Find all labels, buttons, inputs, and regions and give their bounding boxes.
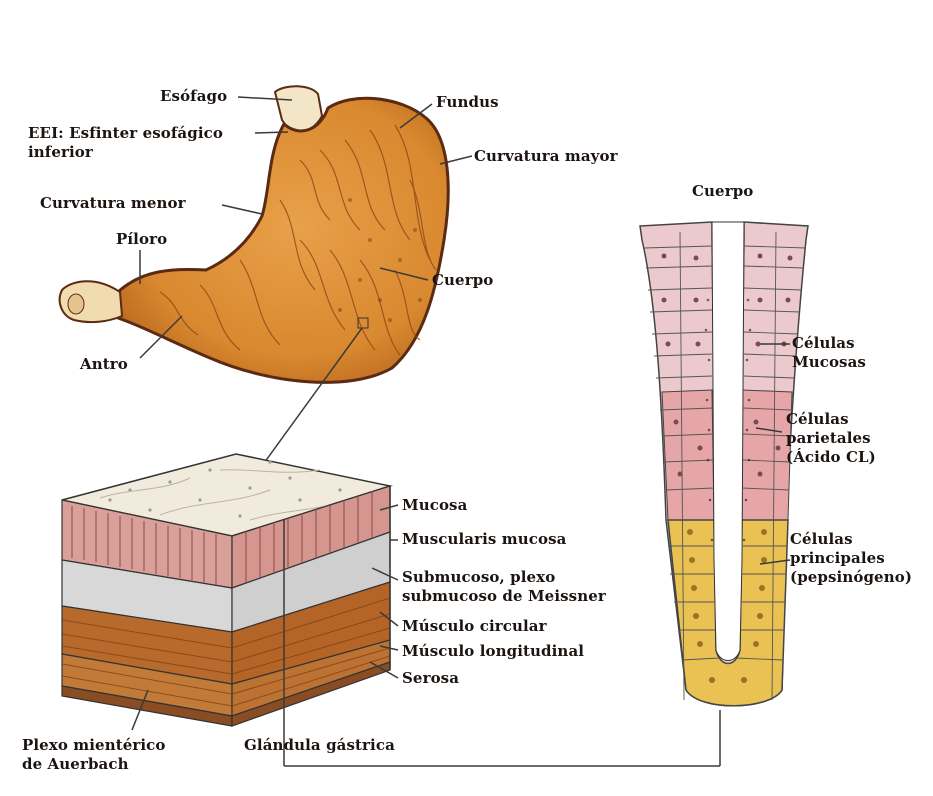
label-cuerpo-gland: Cuerpo (692, 182, 753, 201)
label-celulas-mucosas: Células Mucosas (792, 334, 866, 372)
gastric-gland-illustration (640, 222, 808, 706)
label-musculo-circular: Músculo circular (402, 617, 547, 636)
gland-lumen (712, 222, 744, 661)
label-celulas-parietales: Células parietales (Ácido CL) (786, 410, 876, 467)
label-muscularis-mucosa: Muscularis mucosa (402, 530, 566, 549)
label-submucoso-line1: Submucoso, plexo (402, 568, 606, 587)
label-serosa: Serosa (402, 669, 459, 688)
label-fundus: Fundus (436, 93, 499, 112)
label-eei: EEI: Esfinter esofágico inferior (28, 124, 223, 162)
stomach-wall-block (62, 454, 390, 726)
label-submucoso: Submucoso, plexo submucoso de Meissner (402, 568, 606, 606)
label-principales-line3: (pepsinógeno) (790, 568, 912, 587)
label-plexo-line1: Plexo mientérico (22, 736, 166, 755)
label-mucosa: Mucosa (402, 496, 467, 515)
label-parietales-line2: parietales (786, 429, 876, 448)
label-parietales-line1: Células (786, 410, 876, 429)
label-curvatura-mayor: Curvatura mayor (474, 147, 618, 166)
label-principales-line2: principales (790, 549, 912, 568)
label-plexo-line2: de Auerbach (22, 755, 166, 774)
label-eei-line2: inferior (28, 143, 223, 162)
pyloric-opening (68, 294, 84, 314)
label-celulas-principales: Células principales (pepsinógeno) (790, 530, 912, 587)
label-mucosas-line2: Mucosas (792, 353, 866, 372)
label-eei-line1: EEI: Esfinter esofágico (28, 124, 223, 143)
label-parietales-line3: (Ácido CL) (786, 448, 876, 467)
label-curvatura-menor: Curvatura menor (40, 194, 186, 213)
label-musculo-longitudinal: Músculo longitudinal (402, 642, 584, 661)
label-cuerpo-stomach: Cuerpo (432, 271, 493, 290)
label-piloro: Píloro (116, 230, 167, 249)
label-antro: Antro (80, 355, 128, 374)
label-plexo-mienterico: Plexo mientérico de Auerbach (22, 736, 166, 774)
label-principales-line1: Células (790, 530, 912, 549)
label-submucoso-line2: submucoso de Meissner (402, 587, 606, 606)
label-mucosas-line1: Células (792, 334, 866, 353)
label-esofago: Esófago (160, 87, 227, 106)
label-glandula-gastrica: Glándula gástrica (244, 736, 395, 755)
